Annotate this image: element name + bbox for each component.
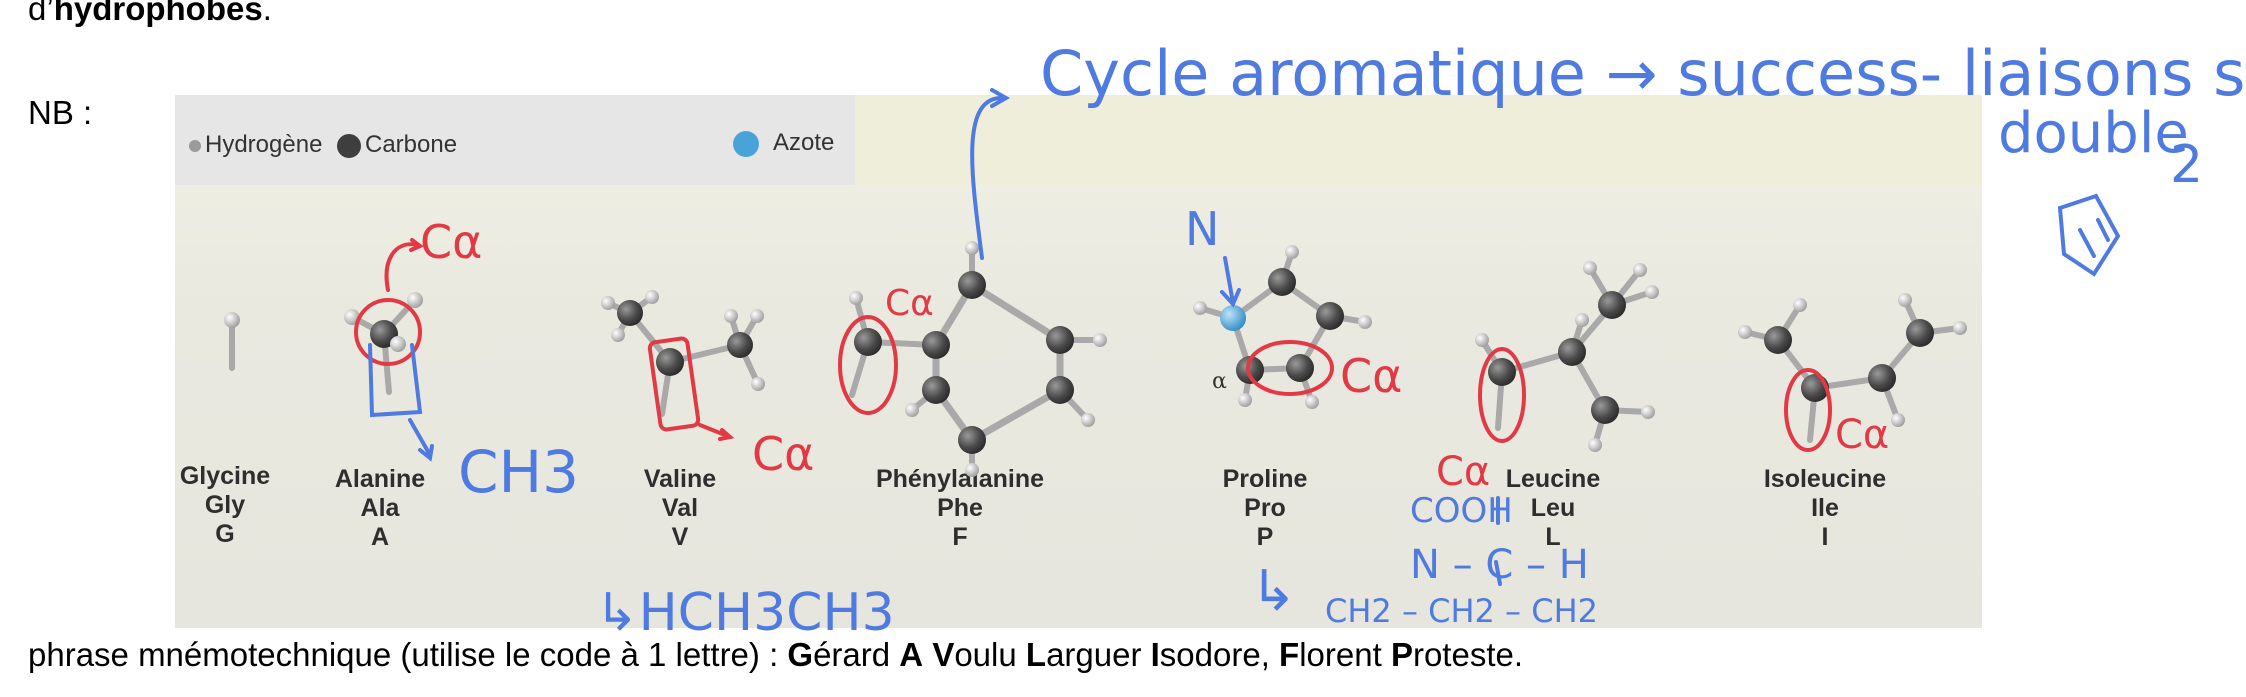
alpha-carbon-label-alanine: Cα — [420, 215, 482, 269]
molecule-bonds — [229, 245, 1963, 473]
proline-n-label: N — [1185, 202, 1219, 256]
red-annotations — [354, 238, 1832, 452]
valine-side-chain: ↳HCH3CH3 — [595, 583, 895, 643]
legend-nitrogen: Azote — [733, 129, 834, 157]
legend-band-right — [855, 95, 1982, 185]
proline-cooh: COOH — [1410, 491, 1513, 531]
alpha-carbon-label-isoleucine: Cα — [1835, 412, 1889, 458]
cycle-note-line2: double — [1998, 101, 2189, 166]
mnemonic-sentence: phrase mnémotechnique (utilise le code à… — [28, 636, 1524, 673]
top-text-line: d’hydrophobes. — [28, 0, 272, 25]
legend-hydrogen: Hydrogène — [189, 131, 322, 159]
proline-formula-bottom: CH2 – CH2 – CH2 — [1325, 592, 1598, 630]
alpha-carbon-label-valine: Cα — [752, 427, 814, 481]
ch3-label: CH3 — [458, 438, 579, 506]
bold-word-hydrophobes: hydrophobes — [53, 0, 263, 27]
glycine-hydrogen — [224, 312, 240, 328]
proline-nitrogen — [1220, 305, 1246, 331]
alpha-symbol: α — [1212, 369, 1227, 394]
alpha-carbon-label-proline: Cα — [1340, 349, 1402, 403]
leucine-carbon — [1488, 358, 1516, 386]
cycle-note-mark: 2 — [2170, 135, 2203, 195]
alpha-carbon-label-phenylalanine: Cα — [885, 283, 934, 324]
proline-formula-mid: N – C – H — [1410, 542, 1589, 588]
cycle-note-line1: Cycle aromatique → success- liaisons sim… — [1040, 37, 2246, 110]
hydrogen-dot-icon — [189, 139, 201, 152]
blue-texts: Cycle aromatique → success- liaisons sim… — [458, 37, 2246, 643]
carbon-dot-icon — [337, 133, 361, 158]
phenylalanine-carbon — [854, 328, 882, 356]
molecule-atoms — [224, 241, 1967, 477]
alpha-carbon-label-leucine: Cα — [1436, 449, 1490, 495]
nitrogen-dot-icon — [733, 130, 759, 157]
proline-arrow: ↳ — [1250, 559, 1297, 624]
valine-carbon — [656, 348, 684, 376]
red-alpha-labels: Cα Cα Cα Cα Cα Cα — [420, 215, 1889, 495]
nb-label: NB : — [28, 94, 93, 131]
legend-carbon: Carbone — [337, 131, 457, 159]
blue-annotations — [368, 88, 2121, 586]
